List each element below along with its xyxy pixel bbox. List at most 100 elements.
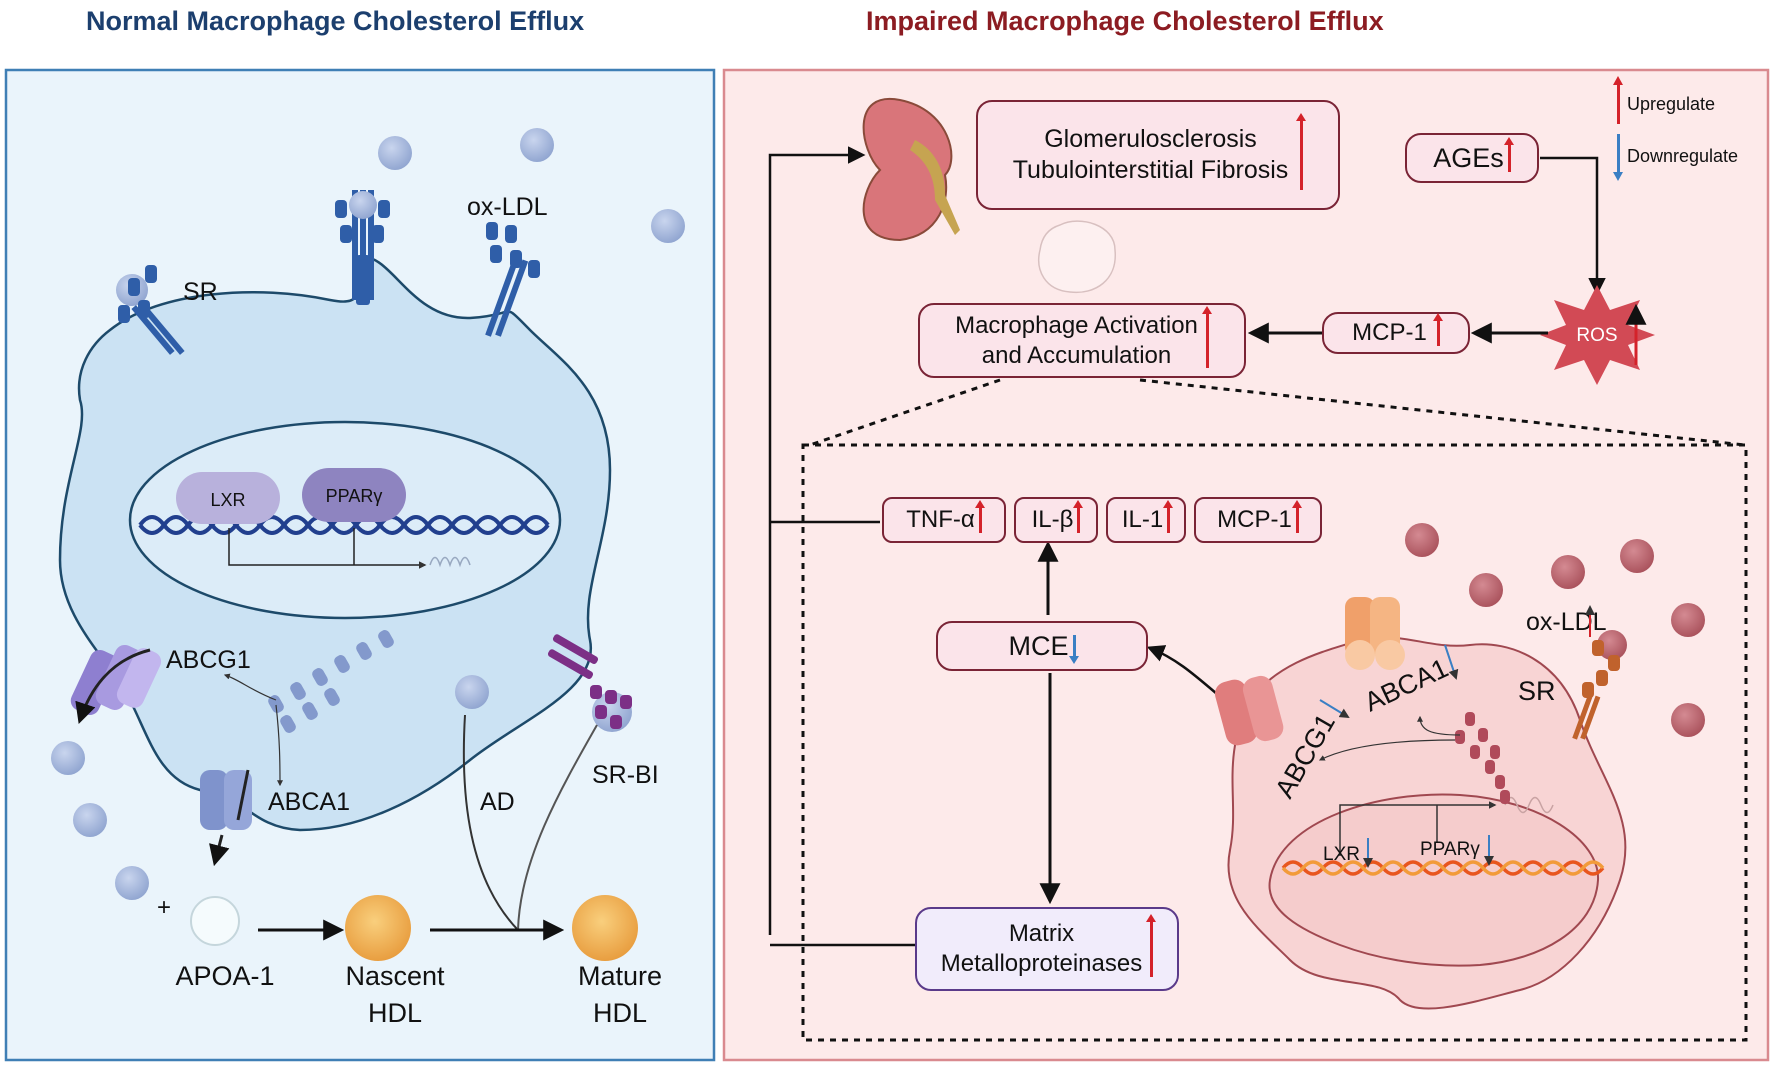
mcp1-top-label: MCP-1 [1352,319,1427,346]
tnf-up-arrow-icon [974,500,985,533]
cytokine-il-beta-box: IL-β [1014,497,1098,543]
cytokine-mcp1-box: MCP-1 [1194,497,1322,543]
il1-up-arrow-icon [1163,500,1174,533]
mcp1-top-up-arrow-icon [1432,313,1443,346]
tnf-alpha-label: TNF-α [906,506,975,533]
arrow-to-abca1 [275,704,283,787]
mce-down-arrow-icon [1068,635,1079,664]
mce-box: MCE [936,621,1148,671]
lxr-label-left: LXR [210,490,245,510]
ages-up-arrow-icon [1503,137,1514,172]
arrow-to-abcg1 [223,673,277,701]
protein-chain-icon-left [268,630,394,733]
apoa1-icon [190,896,240,946]
zoom-region-box [801,443,1748,1042]
cytokine-tnf-box: TNF-α [882,497,1006,543]
glomerulosclerosis-label: Glomerulosclerosis [1044,124,1257,153]
legend-up-label: Upregulate [1627,94,1716,114]
lxr-label-right: LXR [1323,844,1360,865]
macrophage-up-arrow-icon [1201,306,1212,368]
arrow-to-abcg1-right [1318,739,1456,761]
ox-ldl-label-left: ox-LDL [467,193,548,221]
abcg1-transporter-icon-left [70,644,162,724]
ros-label: ROS [1576,325,1617,346]
legend-down-arrowhead-icon [1613,172,1623,181]
sr-bi-curve [517,724,598,931]
mature-hdl-label-2: HDL [593,998,647,1028]
tubulointerstitial-fibrosis-label: Tubulointerstitial Fibrosis [1012,156,1289,184]
legend-up-arrow-icon [1617,80,1620,124]
protein-chain-icon-right [1455,712,1510,804]
kidney-icon [862,97,960,242]
plus-sign: + [157,894,171,921]
arrow-to-abca1-right [1417,715,1461,736]
ox-ldl-label-right: ox-LDL [1526,608,1607,636]
kidney-up-arrow-icon [1296,113,1307,190]
accumulation-label: and Accumulation [981,341,1172,369]
zoom-line-left [809,378,1001,447]
matrix-label: Matrix [1008,920,1075,947]
ldl-particle-icon [51,128,685,900]
feedback-arrow-to-kidney [768,146,866,935]
macrophage-activation-label: Macrophage Activation [955,311,1198,339]
abca1-down-arrow-icon [1444,644,1459,680]
legend-down-arrow-icon [1617,134,1620,174]
ad-curve [462,714,519,931]
legend-up-arrowhead-icon [1613,76,1623,85]
mcp1-top-box: MCP-1 [1322,312,1470,354]
mrna-icon-right [1504,796,1554,814]
ppar-protein-left [302,468,406,522]
legend-down-label: Downregulate [1627,146,1739,166]
abcg1-transporter-icon-right [1214,675,1284,746]
ages-label: AGEs [1433,142,1504,173]
mcp1-cytokine-label: MCP-1 [1217,506,1292,533]
arrow-ages-to-ros [1540,156,1606,296]
il1-label: IL-1 [1121,506,1164,533]
abcg1-label-left: ABCG1 [166,646,251,674]
ppar-label-left: PPARγ [326,486,383,506]
il-beta-up-arrow-icon [1073,500,1084,533]
mrna-icon-left [429,556,471,568]
transcription-arrow-right [1339,801,1497,856]
lxr-protein-left [176,472,280,524]
cytokine-il1-box: IL-1 [1106,497,1186,543]
il-beta-label: IL-β [1031,506,1074,533]
sr-bi-label: SR-BI [592,761,659,789]
nascent-hdl-label-1: Nascent [345,961,445,991]
zoom-line-right [1139,378,1746,447]
sr-bi-receptor-icon [547,634,632,732]
nucleus-right [1268,793,1600,967]
ox-ldl-particle-icon [1405,523,1705,737]
left-panel-title: Normal Macrophage Cholesterol Efflux [86,6,585,36]
ppar-label-right: PPARγ [1420,839,1480,860]
mcp1-cytokine-up-arrow-icon [1291,500,1302,533]
transcription-arrow-left [228,528,427,569]
abca1-transporter-icon-right [1345,597,1405,670]
apoa1-label: APOA-1 [175,961,274,991]
abca1-label-left: ABCA1 [268,788,350,816]
sr-label-right: SR [1518,676,1556,706]
mature-hdl-label-1: Mature [578,961,662,991]
scavenger-receptor-icon [116,265,185,355]
abcg1-down-arrow-icon [1319,699,1350,719]
right-panel-title: Impaired Macrophage Cholesterol Efflux [866,6,1384,36]
sr-receptor-icon-right [1572,630,1627,740]
ad-label: AD [480,788,515,816]
nascent-hdl-icon [345,895,411,961]
nascent-hdl-label-2: HDL [368,998,422,1028]
scavenger-receptor-icon [335,190,390,305]
macrophage-outline-icon [1038,220,1116,294]
mature-hdl-icon [572,895,638,961]
scavenger-receptor-icon [485,222,540,337]
dna-helix-right [1281,860,1605,876]
metalloproteinases-label: Metalloproteinases [940,950,1143,977]
mce-label: MCE [1008,630,1069,661]
sr-label-left: SR [183,278,218,306]
abca1-transporter-icon-left [200,769,252,867]
ages-box: AGEs [1405,133,1539,183]
mmp-up-arrow-icon [1146,914,1157,977]
